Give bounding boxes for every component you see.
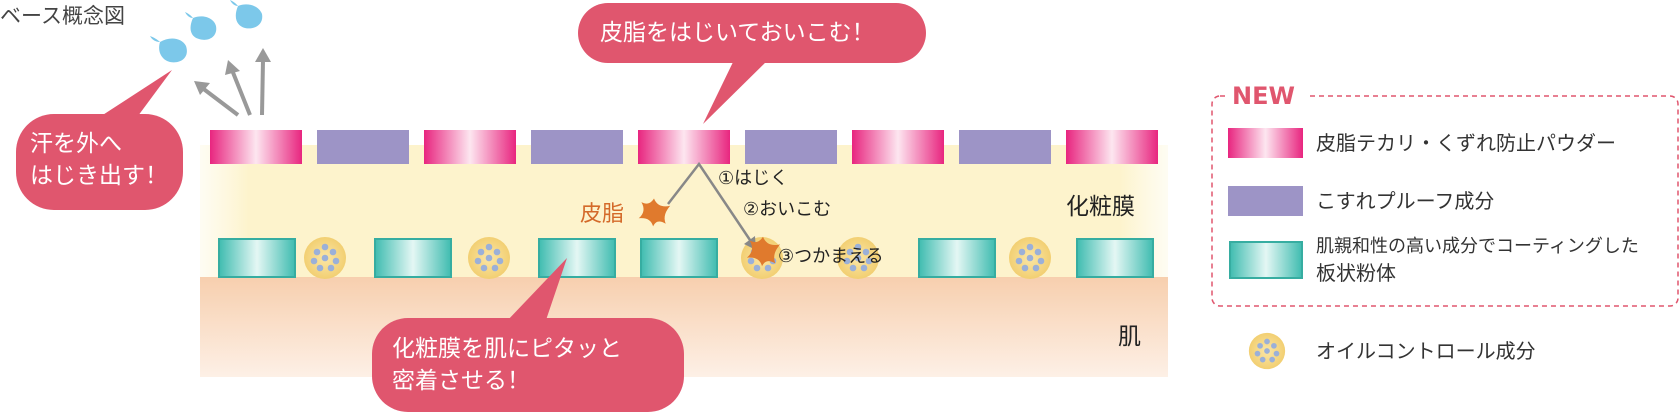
legend-item-purple: こすれプルーフ成分 xyxy=(1316,189,1495,213)
bubble-sweat-line: はじき出す！ xyxy=(30,163,168,189)
legend-teal-icon xyxy=(1229,241,1303,279)
purple-proof-bar xyxy=(317,130,409,164)
sweat-droplet-icon xyxy=(185,12,217,40)
purple-proof-bar xyxy=(959,130,1051,164)
teal-coated-plate xyxy=(1076,238,1154,278)
legend-new-badge-bg xyxy=(1226,82,1306,112)
teal-coated-plate xyxy=(374,238,452,278)
bubble-sweat-text: 汗を外へ はじき出す！ xyxy=(30,128,168,192)
legend-item-teal-line: 板状粉体 xyxy=(1316,261,1396,285)
pink-powder-bar xyxy=(1066,130,1158,164)
bubble-film-shape xyxy=(372,258,684,412)
legend-new-badge: NEW xyxy=(1232,82,1295,110)
oil-control-particle xyxy=(468,237,510,279)
sebum-label: 皮脂 xyxy=(580,202,625,227)
step-3-label: ③つかまえる xyxy=(778,246,884,267)
bubble-film-line: 化粧膜を肌にピタッと xyxy=(392,336,622,362)
purple-proof-bar xyxy=(745,130,837,164)
pink-powder-bar xyxy=(638,130,730,164)
legend-item-oil: オイルコントロール成分 xyxy=(1316,339,1536,363)
bubble-sebum-text: 皮脂をはじいておいこむ！ xyxy=(600,20,875,46)
teal-coated-plate xyxy=(918,238,996,278)
teal-coated-plate xyxy=(538,238,616,278)
sebum-path-line xyxy=(667,161,754,244)
bubble-film-line: 密着させる！ xyxy=(392,368,530,394)
bubble-sebum-shape xyxy=(578,3,926,124)
teal-coated-plate xyxy=(640,238,718,278)
bubble-sweat-shape xyxy=(16,70,183,210)
legend-new-frame xyxy=(1211,95,1679,307)
legend-item-pink: 皮脂テカリ・くずれ防止パウダー xyxy=(1316,131,1616,155)
bubble-film-text: 化粧膜を肌にピタッと 密着させる！ xyxy=(392,333,622,397)
legend-pink-icon xyxy=(1228,128,1303,158)
sweat-droplet-icon xyxy=(230,0,263,29)
legend-purple-icon xyxy=(1228,186,1303,216)
pink-powder-bar xyxy=(852,130,944,164)
pink-powder-bar xyxy=(424,130,516,164)
purple-proof-bar xyxy=(531,130,623,164)
makeup-film-label: 化粧膜 xyxy=(1066,194,1135,220)
step-1-label: ①はじく xyxy=(718,168,789,189)
sweat-droplet-icon xyxy=(150,36,187,63)
step-2-label: ②おいこむ xyxy=(743,199,832,220)
teal-coated-plate xyxy=(218,238,296,278)
oil-control-particle xyxy=(1009,237,1051,279)
bubble-sweat-line: 汗を外へ xyxy=(30,131,122,157)
legend-oil-control-icon xyxy=(1248,332,1286,370)
legend-item-teal: 肌親和性の高い成分でコーティングした 板状粉体 xyxy=(1316,234,1639,286)
skin-label: 肌 xyxy=(1118,324,1141,350)
sweat-release-arrows xyxy=(194,48,271,117)
legend-item-teal-line: 肌親和性の高い成分でコーティングした xyxy=(1316,236,1639,257)
pink-powder-bar xyxy=(210,130,302,164)
oil-control-particle xyxy=(304,237,346,279)
diagram-title: ベース概念図 xyxy=(0,4,125,28)
